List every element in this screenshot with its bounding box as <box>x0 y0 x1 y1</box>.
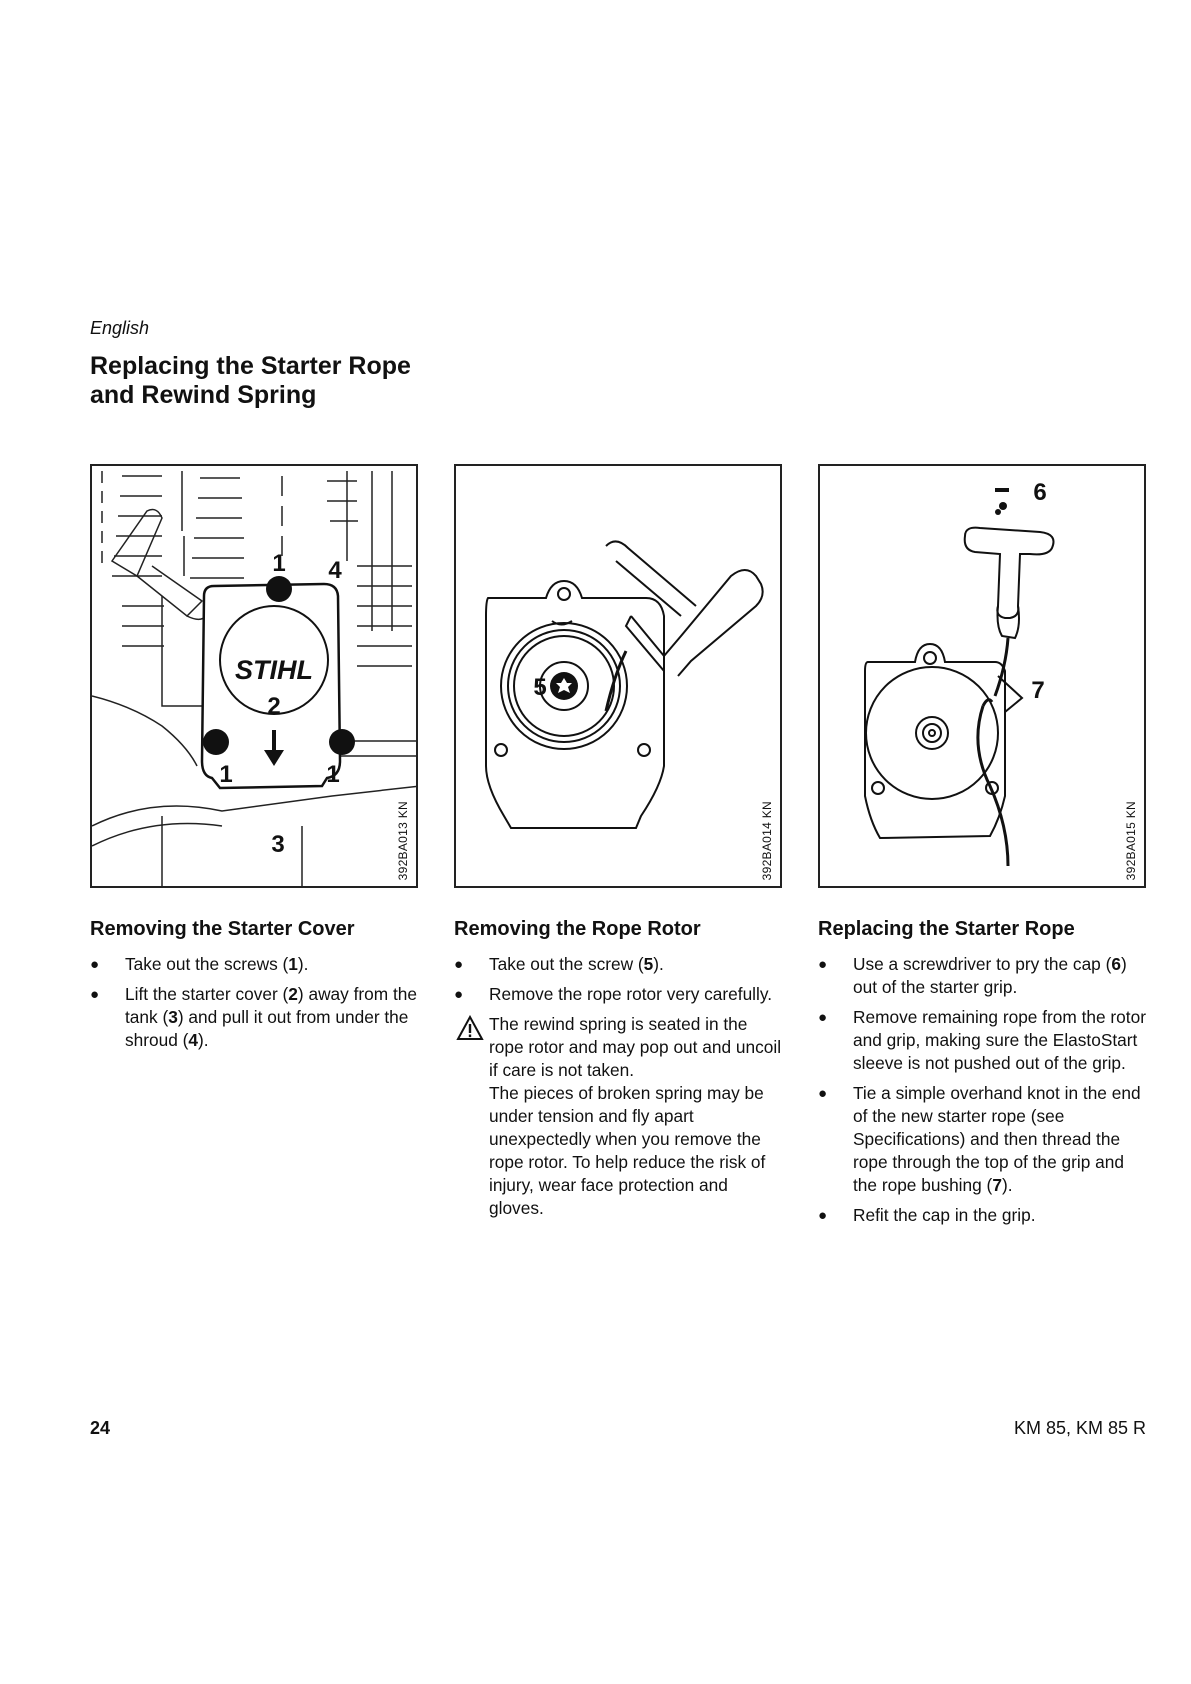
figure-code: 392BA014 KN <box>760 800 774 880</box>
warning-text: The rewind spring is seated in the rope … <box>489 1014 782 1080</box>
list-item: Remove remaining rope from the rotor and… <box>818 1006 1148 1075</box>
callout-4: 4 <box>328 557 342 584</box>
callout-1: 1 <box>272 550 285 577</box>
figure-rope-rotor: 5 392BA014 KN <box>454 464 782 888</box>
callout-5: 5 <box>533 674 546 701</box>
screw-marker <box>203 729 229 755</box>
warning-note: The rewind spring is seated in the rope … <box>454 1013 784 1220</box>
list-item: Take out the screws (1). <box>90 953 420 976</box>
starter-cover-illustration: STIHL 1 4 2 1 1 3 <box>92 471 416 886</box>
callout-6: 6 <box>1033 479 1046 506</box>
section-heading: Removing the Starter Cover <box>90 918 355 940</box>
brand-logo: STIHL <box>235 655 313 685</box>
section-heading: Removing the Rope Rotor <box>454 918 701 940</box>
list-item: Remove the rope rotor very carefully. <box>454 983 784 1006</box>
instruction-list: Take out the screw (5). Remove the rope … <box>454 953 784 1006</box>
warning-triangle-icon <box>456 1015 484 1040</box>
model-name: KM 85, KM 85 R <box>1013 1418 1146 1438</box>
figure-starter-rope: 6 7 392BA015 KN <box>818 464 1146 888</box>
section-removing-starter-cover: Removing the Starter Cover Take out the … <box>90 918 420 1059</box>
list-item: Tie a simple overhand knot in the end of… <box>818 1082 1148 1197</box>
page-title-line-1: Replacing the Starter Rope <box>90 352 411 380</box>
section-removing-rope-rotor: Removing the Rope Rotor Take out the scr… <box>454 918 784 1220</box>
page-title: Replacing the Starter Rope and Rewind Sp… <box>90 352 510 410</box>
callout-7: 7 <box>1031 677 1044 704</box>
starter-rope-illustration: 6 7 <box>864 479 1055 867</box>
page-title-line-2: and Rewind Spring <box>90 381 317 409</box>
instruction-list: Take out the screws (1). Lift the starte… <box>90 953 420 1052</box>
callout-3: 3 <box>271 831 284 858</box>
list-item: Lift the starter cover (2) away from the… <box>90 983 420 1052</box>
screw-marker <box>329 729 355 755</box>
callout-1: 1 <box>326 761 339 788</box>
screw-marker <box>266 576 292 602</box>
list-item: Use a screwdriver to pry the cap (6) out… <box>818 953 1148 999</box>
warning-text: The pieces of broken spring may be under… <box>489 1083 766 1218</box>
list-item: Take out the screw (5). <box>454 953 784 976</box>
section-replacing-starter-rope: Replacing the Starter Rope Use a screwdr… <box>818 918 1148 1234</box>
rope-rotor-illustration: 5 <box>485 540 764 829</box>
figure-code: 392BA013 KN <box>396 800 410 880</box>
page-number: 24 <box>90 1418 111 1438</box>
instruction-list: Use a screwdriver to pry the cap (6) out… <box>818 953 1148 1227</box>
callout-2: 2 <box>267 693 280 720</box>
callout-1: 1 <box>219 761 232 788</box>
figure-code: 392BA015 KN <box>1124 800 1138 880</box>
language-label: English <box>90 318 150 338</box>
list-item: Refit the cap in the grip. <box>818 1204 1148 1227</box>
section-heading: Replacing the Starter Rope <box>818 918 1075 940</box>
figure-starter-cover: STIHL 1 4 2 1 1 3 392BA013 KN <box>90 464 418 888</box>
